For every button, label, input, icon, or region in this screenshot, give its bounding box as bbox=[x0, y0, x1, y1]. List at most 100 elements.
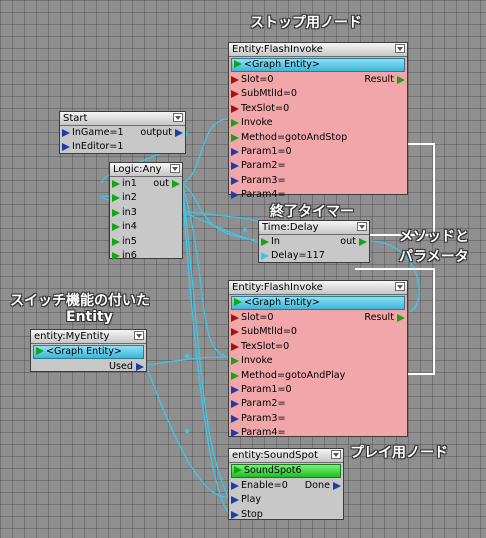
port-arrow-icon[interactable] bbox=[62, 129, 70, 137]
node-header[interactable]: Time:Delay bbox=[259, 221, 369, 235]
port-param2[interactable]: Param2= bbox=[229, 159, 407, 173]
port-arrow-icon[interactable] bbox=[234, 60, 242, 68]
node-header[interactable]: Start bbox=[60, 112, 185, 126]
port-arrow-icon[interactable] bbox=[231, 162, 239, 171]
port-texslot[interactable]: TexSlot=0 bbox=[229, 340, 407, 354]
port-in2[interactable]: in2 bbox=[110, 191, 182, 205]
port-arrow-icon[interactable] bbox=[397, 314, 405, 322]
port-arrow-icon[interactable] bbox=[231, 76, 239, 84]
node-my-entity[interactable]: entity:MyEntity <Graph Entity> Used bbox=[30, 329, 147, 372]
port-invoke[interactable]: Invoke bbox=[229, 116, 407, 130]
port-param3[interactable]: Param3= bbox=[229, 174, 407, 188]
port-ineditor[interactable]: InEditor=1 bbox=[60, 140, 185, 154]
node-header[interactable]: Entity:FlashInvoke bbox=[229, 43, 407, 57]
dropdown-icon[interactable] bbox=[134, 331, 144, 340]
dropdown-icon[interactable] bbox=[357, 222, 367, 231]
port-arrow-icon[interactable] bbox=[397, 76, 405, 84]
port-arrow-icon[interactable] bbox=[231, 191, 239, 200]
port-arrow-icon[interactable] bbox=[231, 314, 239, 322]
port-arrow-icon[interactable] bbox=[112, 180, 120, 188]
port-arrow-icon[interactable] bbox=[231, 119, 239, 128]
node-flash-invoke-play[interactable]: Entity:FlashInvoke <Graph Entity> Slot=0… bbox=[228, 280, 408, 440]
wire-logic-to-sound-play[interactable] bbox=[181, 182, 229, 513]
port-arrow-icon[interactable] bbox=[231, 482, 239, 490]
port-arrow-icon[interactable] bbox=[112, 208, 120, 217]
port-arrow-icon[interactable] bbox=[112, 194, 120, 203]
node-header[interactable]: Entity:FlashInvoke bbox=[229, 281, 407, 295]
port-play[interactable]: Play bbox=[229, 493, 343, 507]
port-in4[interactable]: in4 bbox=[110, 220, 182, 234]
node-header[interactable]: Logic:Any bbox=[110, 163, 182, 177]
graph-entity-bar[interactable]: <Graph Entity> bbox=[33, 345, 144, 359]
node-flash-invoke-stop[interactable]: Entity:FlashInvoke <Graph Entity> Slot=0… bbox=[228, 42, 408, 200]
port-arrow-icon[interactable] bbox=[112, 223, 120, 232]
port-method[interactable]: Method=gotoAndStop bbox=[229, 131, 407, 145]
port-arrow-icon[interactable] bbox=[175, 129, 183, 137]
port-stop[interactable]: Stop bbox=[229, 508, 343, 522]
port-arrow-icon[interactable] bbox=[231, 328, 239, 337]
port-arrow-icon[interactable] bbox=[112, 251, 120, 260]
port-param2[interactable]: Param2= bbox=[229, 397, 407, 411]
port-arrow-icon[interactable] bbox=[172, 180, 180, 188]
wire-logic-to-play-invoke[interactable] bbox=[181, 182, 229, 358]
port-submtlid[interactable]: SubMtlId=0 bbox=[229, 325, 407, 339]
graph-entity-bar[interactable]: <Graph Entity> bbox=[231, 58, 405, 72]
port-arrow-icon[interactable] bbox=[231, 104, 239, 113]
port-arrow-icon[interactable] bbox=[62, 143, 70, 152]
port-param1[interactable]: Param1=0 bbox=[229, 383, 407, 397]
port-arrow-icon[interactable] bbox=[231, 385, 239, 394]
port-arrow-icon[interactable] bbox=[231, 371, 239, 380]
node-header[interactable]: entity:MyEntity bbox=[31, 330, 146, 344]
port-arrow-icon[interactable] bbox=[231, 133, 239, 142]
graph-entity-bar[interactable]: <Graph Entity> bbox=[231, 296, 405, 310]
port-submtlid[interactable]: SubMtlId=0 bbox=[229, 87, 407, 101]
port-in6[interactable]: in6 bbox=[110, 249, 182, 263]
port-delay[interactable]: Delay=117 bbox=[259, 249, 369, 263]
port-arrow-icon[interactable] bbox=[231, 429, 239, 438]
port-in3[interactable]: in3 bbox=[110, 206, 182, 220]
dropdown-icon[interactable] bbox=[173, 113, 183, 122]
node-header[interactable]: entity:SoundSpot bbox=[229, 449, 343, 463]
dropdown-icon[interactable] bbox=[170, 164, 180, 173]
port-param1[interactable]: Param1=0 bbox=[229, 145, 407, 159]
port-arrow-icon[interactable] bbox=[231, 357, 239, 366]
port-param4[interactable]: Param4= bbox=[229, 426, 407, 440]
port-invoke[interactable]: Invoke bbox=[229, 354, 407, 368]
port-arrow-icon[interactable] bbox=[36, 347, 44, 355]
wire-logic-to-stop-invoke[interactable] bbox=[181, 118, 229, 184]
dropdown-icon[interactable] bbox=[395, 282, 405, 291]
port-used[interactable]: Used bbox=[31, 360, 146, 374]
port-arrow-icon[interactable] bbox=[231, 176, 239, 185]
wire-logic-to-play-param[interactable] bbox=[181, 182, 229, 497]
port-arrow-icon[interactable] bbox=[333, 482, 341, 490]
port-arrow-icon[interactable] bbox=[234, 466, 242, 474]
port-param4[interactable]: Param4= bbox=[229, 188, 407, 202]
port-arrow-icon[interactable] bbox=[231, 400, 239, 409]
port-arrow-icon[interactable] bbox=[231, 510, 239, 519]
port-texslot[interactable]: TexSlot=0 bbox=[229, 102, 407, 116]
port-arrow-icon[interactable] bbox=[112, 237, 120, 246]
port-arrow-icon[interactable] bbox=[261, 238, 269, 246]
port-arrow-icon[interactable] bbox=[231, 414, 239, 423]
wire-used-to-play-invoke[interactable] bbox=[145, 356, 229, 366]
dropdown-icon[interactable] bbox=[395, 44, 405, 53]
port-arrow-icon[interactable] bbox=[231, 147, 239, 156]
wire-used-to-sound-stop[interactable] bbox=[145, 364, 229, 498]
port-arrow-icon[interactable] bbox=[231, 90, 239, 99]
wire-delay-out-to-stop[interactable] bbox=[369, 240, 420, 313]
wire-logic-to-delay[interactable] bbox=[181, 182, 259, 241]
port-arrow-icon[interactable] bbox=[359, 238, 367, 246]
port-arrow-icon[interactable] bbox=[231, 496, 239, 505]
port-arrow-icon[interactable] bbox=[136, 363, 144, 371]
port-arrow-icon[interactable] bbox=[234, 298, 242, 306]
port-in5[interactable]: in5 bbox=[110, 235, 182, 249]
